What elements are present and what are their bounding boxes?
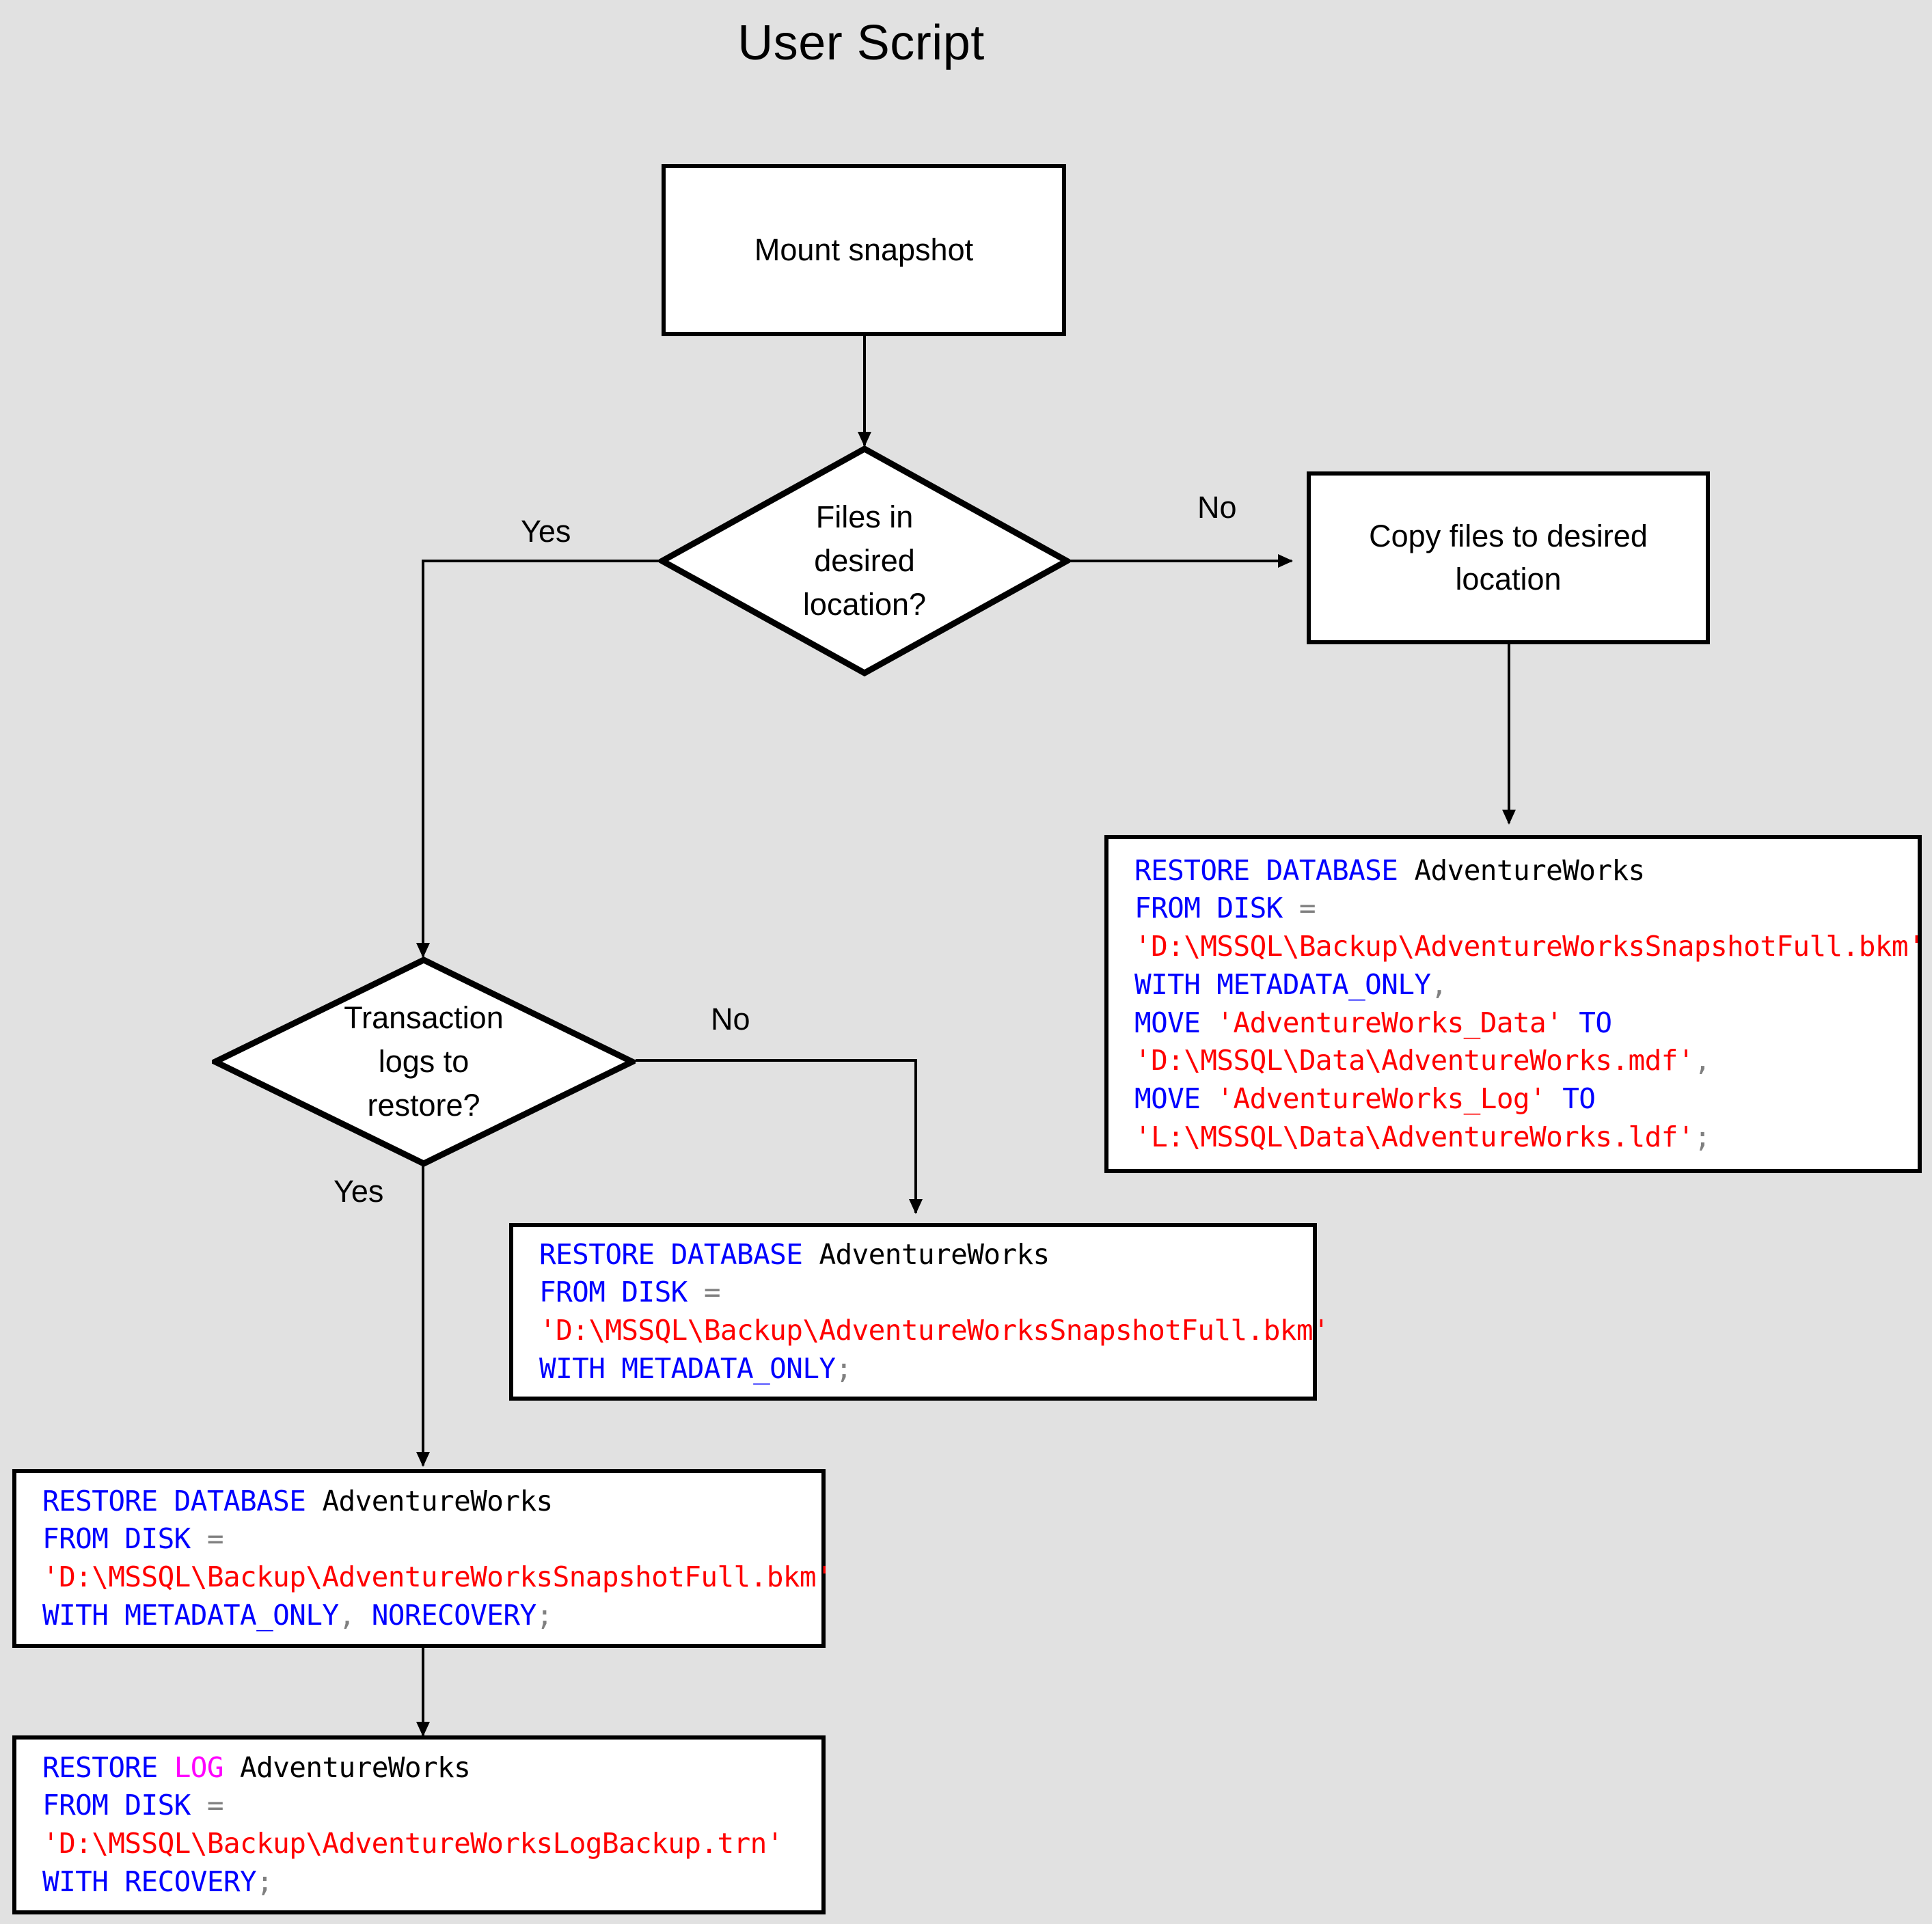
code-block-restore-metadata-only-text: RESTORE DATABASE AdventureWorks FROM DIS… [539, 1237, 1330, 1385]
node-files-in-desired-location[interactable]: Files in desired location? [659, 445, 1070, 676]
edge-label-logs-yes: Yes [334, 1174, 384, 1209]
page-title: User Script [737, 16, 985, 70]
code-block-restore-with-move[interactable]: RESTORE DATABASE AdventureWorks FROM DIS… [1104, 835, 1925, 1173]
diamond-shape-logs [212, 957, 636, 1167]
code-block-restore-log[interactable]: RESTORE LOG AdventureWorks FROM DISK = '… [12, 1735, 826, 1914]
node-files-in-desired-location-label: Files in desired location? [802, 499, 927, 622]
edge-logs-no-to-restore-metadata [636, 1059, 923, 1214]
diamond-shape-files [659, 445, 1070, 676]
code-block-restore-log-text: RESTORE LOG AdventureWorks FROM DISK = '… [42, 1750, 783, 1898]
node-copy-files-label: Copy files to desired location [1369, 519, 1648, 596]
node-mount-snapshot[interactable]: Mount snapshot [662, 164, 1066, 336]
code-block-restore-norecovery[interactable]: RESTORE DATABASE AdventureWorks FROM DIS… [12, 1469, 833, 1648]
edge-label-files-yes: Yes [521, 514, 571, 549]
node-copy-files[interactable]: Copy files to desired location [1307, 471, 1710, 644]
node-transaction-logs-to-restore[interactable]: Transaction logs to restore? [212, 957, 636, 1167]
edge-label-files-no: No [1197, 490, 1237, 525]
node-mount-snapshot-label: Mount snapshot [754, 232, 974, 267]
edge-files-yes-to-logs [416, 560, 659, 958]
node-transaction-logs-to-restore-label: Transaction logs to restore? [344, 1000, 504, 1123]
code-block-restore-metadata-only[interactable]: RESTORE DATABASE AdventureWorks FROM DIS… [509, 1223, 1330, 1401]
code-block-restore-with-move-text: RESTORE DATABASE AdventureWorks FROM DIS… [1134, 853, 1925, 1153]
code-block-restore-norecovery-text: RESTORE DATABASE AdventureWorks FROM DIS… [42, 1484, 833, 1632]
edge-label-logs-no: No [711, 1002, 750, 1036]
